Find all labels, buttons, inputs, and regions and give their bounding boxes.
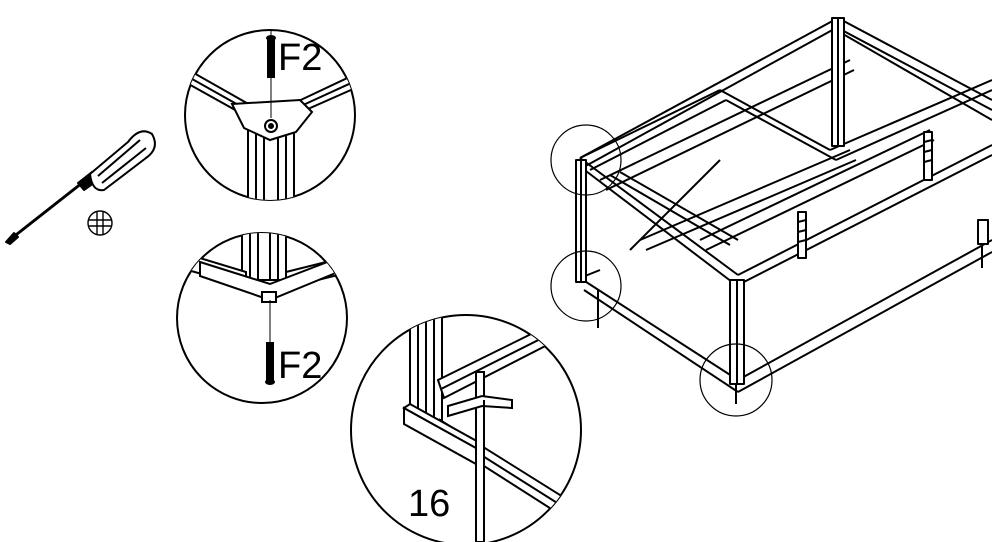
frame-callout-circles — [550, 124, 773, 417]
screw-icon — [265, 342, 275, 385]
detail-circle-middle: F2 — [176, 232, 348, 404]
phillips-head-icon — [87, 210, 113, 236]
screw-icon — [266, 35, 276, 78]
detail-circle-anchor: 16 — [350, 314, 582, 542]
fastener-label-top: F2 — [278, 37, 322, 79]
part-number-label: 16 — [408, 483, 450, 525]
detail-circle-top: F2 — [184, 29, 356, 201]
greenhouse-frame — [575, 17, 992, 404]
screwdriver-icon — [5, 130, 156, 245]
fastener-label-bottom: F2 — [278, 345, 322, 387]
